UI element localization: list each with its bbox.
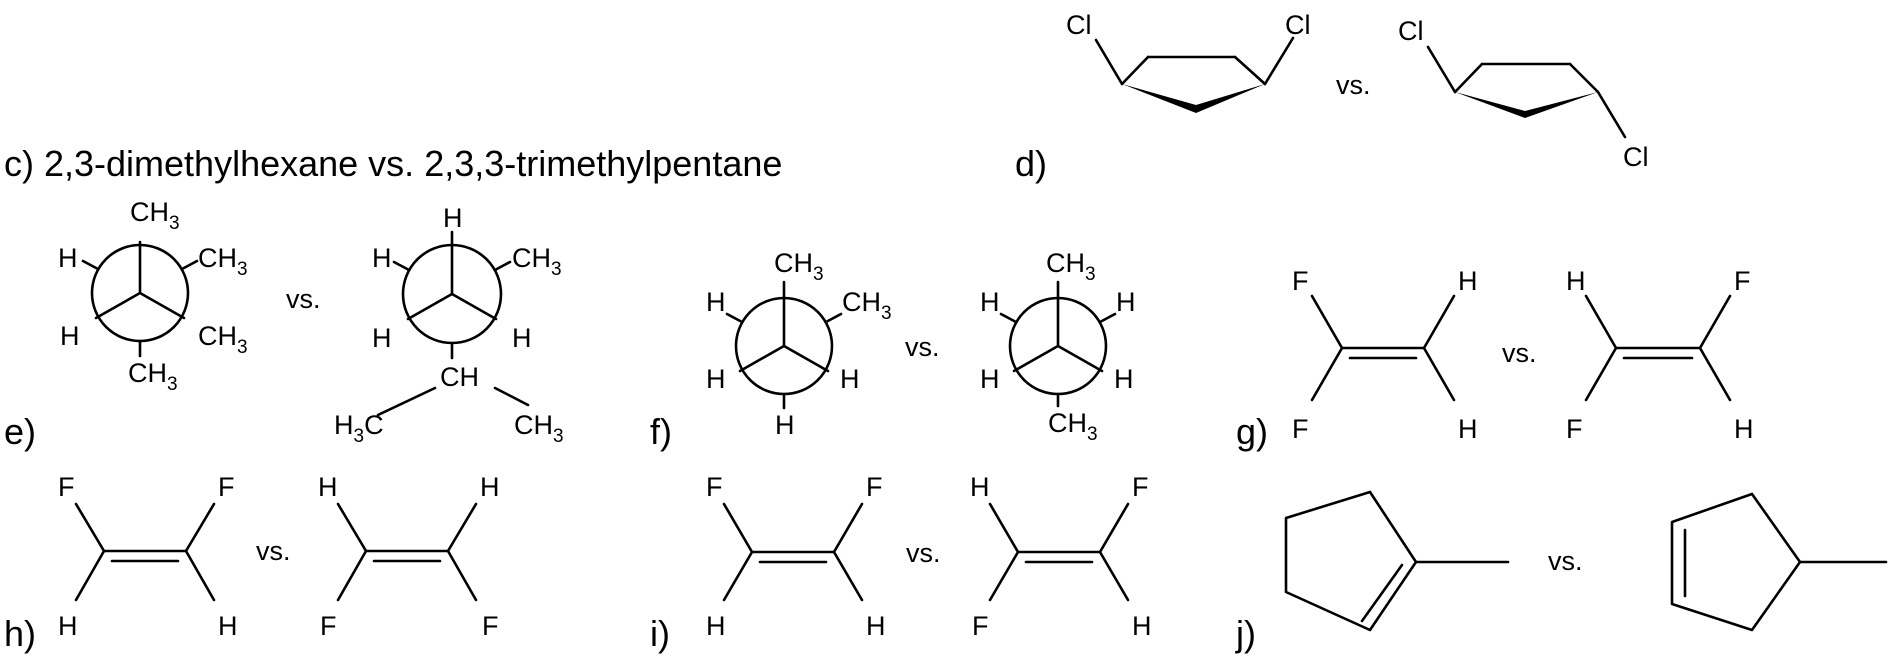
i2-f-bottom-left: F: [972, 611, 989, 641]
d1-cl-left: Cl: [1066, 10, 1092, 40]
h1-h-bottom-left: H: [58, 611, 78, 641]
f1-ch3-upper-right: CH3: [842, 287, 892, 324]
label-d: d): [1015, 143, 1047, 184]
e1-h-lower-left: H: [60, 321, 80, 351]
j-molecule-1: [1284, 490, 1510, 632]
e1-ch3-bottom: CH3: [128, 358, 178, 395]
g-alkene-1: F F H H: [1292, 266, 1478, 444]
f-newman-2: CH3 H H H H CH3: [980, 248, 1136, 445]
g1-f-bottom-left: F: [1292, 414, 1309, 444]
label-e: e): [4, 411, 36, 452]
i2-h-bottom-right: H: [1132, 611, 1152, 641]
vs-i: vs.: [906, 538, 941, 568]
f2-h-lower-right: H: [1114, 364, 1134, 394]
label-i: i): [650, 613, 670, 654]
f2-h-upper-right: H: [1116, 287, 1136, 317]
e2-ch3-upper-right: CH3: [512, 243, 562, 280]
h1-f-top-left: F: [58, 472, 75, 502]
e2-h-lower-right: H: [512, 323, 532, 353]
i1-h-bottom-right: H: [866, 611, 886, 641]
e2-h-upper-left: H: [372, 243, 392, 273]
f2-ch3-top: CH3: [1046, 248, 1096, 285]
vs-g: vs.: [1502, 338, 1537, 368]
label-f: f): [650, 411, 672, 452]
e2-h-top: H: [443, 203, 463, 233]
f1-h-bottom: H: [775, 410, 795, 440]
g1-h-bottom-right: H: [1458, 414, 1478, 444]
e1-ch3-top: CH3: [130, 197, 180, 234]
f-newman-1: CH3 H CH3 H H H: [706, 248, 892, 440]
h1-h-bottom-right: H: [218, 611, 238, 641]
j-molecule-2: [1670, 492, 1888, 632]
e1-h-upper-left: H: [58, 243, 78, 273]
f2-ch3-bottom: CH3: [1048, 408, 1098, 445]
e1-ch3-lower-right: CH3: [198, 321, 248, 358]
f1-ch3-top: CH3: [774, 248, 824, 285]
f1-h-lower-right: H: [840, 364, 860, 394]
e2-h-lower-left: H: [372, 323, 392, 353]
vs-e: vs.: [286, 284, 321, 314]
vs-f: vs.: [905, 332, 940, 362]
e2-ch3-right: CH3: [514, 410, 564, 447]
h2-f-bottom-right: F: [482, 611, 499, 641]
label-j: j): [1235, 613, 1256, 654]
vs-d: vs.: [1336, 70, 1371, 100]
d-molecule-1: Cl Cl: [1066, 10, 1311, 113]
g2-f-bottom-left: F: [1566, 414, 1583, 444]
i2-h-top-left: H: [970, 472, 990, 502]
g1-h-top-right: H: [1458, 266, 1478, 296]
i-alkene-1: F H F H: [706, 472, 886, 641]
e-newman-2: H H CH3 H H CH H3C CH3: [334, 203, 564, 447]
i2-f-top-right: F: [1132, 472, 1149, 502]
e1-ch3-upper-right: CH3: [198, 243, 248, 280]
g2-h-top-left: H: [1566, 266, 1586, 296]
d2-cl-top: Cl: [1398, 16, 1424, 46]
g2-h-bottom-right: H: [1734, 414, 1754, 444]
h-alkene-1: F H F H: [58, 472, 238, 641]
g-alkene-2: H F F H: [1566, 266, 1754, 444]
h-alkene-2: H F H F: [318, 472, 500, 641]
i1-h-bottom-left: H: [706, 611, 726, 641]
g2-f-top-right: F: [1734, 266, 1751, 296]
d2-cl-bottom: Cl: [1623, 142, 1649, 172]
g1-f-top-left: F: [1292, 266, 1309, 296]
i1-f-top-right: F: [866, 472, 883, 502]
h2-f-bottom-left: F: [320, 611, 337, 641]
d1-cl-right: Cl: [1285, 10, 1311, 40]
f1-h-lower-left: H: [706, 364, 726, 394]
label-g: g): [1236, 411, 1268, 452]
label-h: h): [4, 613, 36, 654]
e2-h3c-left: H3C: [334, 410, 384, 447]
h2-h-top-right: H: [480, 472, 500, 502]
e2-ch-bottom: CH: [440, 362, 479, 392]
vs-h: vs.: [256, 536, 291, 566]
i1-f-top-left: F: [706, 472, 723, 502]
f2-h-lower-left: H: [980, 364, 1000, 394]
f1-h-upper-left: H: [706, 287, 726, 317]
d-molecule-2: Cl Cl: [1398, 16, 1649, 172]
h2-h-top-left: H: [318, 472, 338, 502]
f2-h-upper-left: H: [980, 287, 1000, 317]
i-alkene-2: H F F H: [970, 472, 1152, 641]
vs-j: vs.: [1548, 546, 1583, 576]
h1-f-top-right: F: [218, 472, 235, 502]
e-newman-1: CH3 H CH3 H CH3 CH3: [58, 197, 248, 395]
label-c: c) 2,3-dimethylhexane vs. 2,3,3-trimethy…: [4, 143, 782, 184]
